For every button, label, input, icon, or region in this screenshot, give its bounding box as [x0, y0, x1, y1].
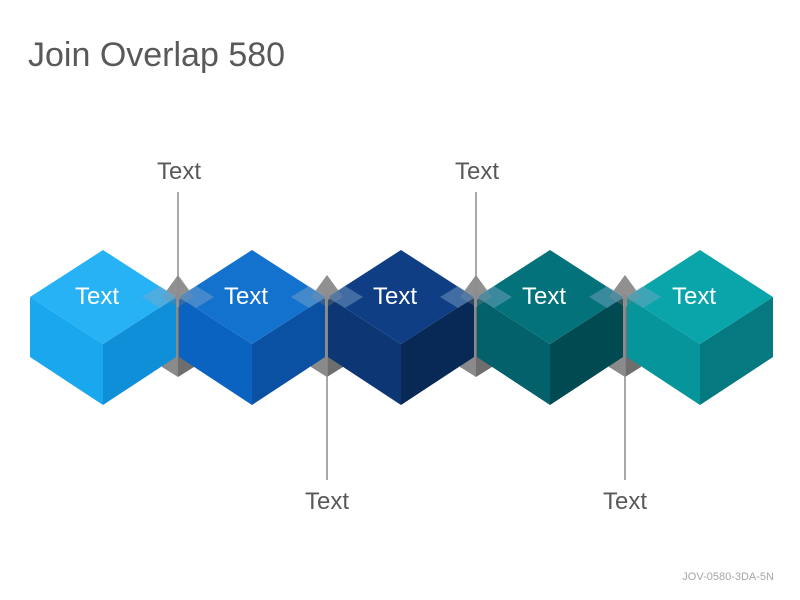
cube-right-face [401, 297, 474, 405]
overlap-diamond-right [625, 286, 661, 308]
overlap-diamond-right [327, 286, 363, 308]
callout-label: Text [603, 488, 647, 515]
page-title: Join Overlap 580 [28, 36, 286, 74]
cube-2: Text [179, 250, 325, 405]
cube-top-face [627, 250, 773, 344]
overlap-diamond-center [609, 275, 641, 307]
callout-3: Text [455, 158, 499, 300]
cube-right-face [700, 297, 773, 405]
cube-top-face [328, 250, 474, 344]
cube-left-face [477, 297, 550, 405]
overlap-diamond-right [178, 286, 214, 308]
cube-label: Text [224, 283, 268, 310]
cube-left-face [627, 297, 700, 405]
overlap-diamond-left [291, 286, 327, 308]
callout-dot [324, 294, 330, 300]
cube-label: Text [75, 283, 119, 310]
cube-left-face [179, 297, 252, 405]
cube-top-face [179, 250, 325, 344]
overlap-diamond-center [311, 275, 343, 307]
footer-code: JOV-0580-3DA-5N [682, 571, 774, 583]
cube-4: Text [477, 250, 623, 405]
overlap-diamond-right [476, 286, 512, 308]
cube-left-face [328, 297, 401, 405]
callout-label: Text [455, 158, 499, 185]
callout-label: Text [157, 158, 201, 185]
cube-right-face [550, 297, 623, 405]
callout-dot [175, 294, 181, 300]
callout-label: Text [305, 488, 349, 515]
overlap-diamond-left [589, 286, 625, 308]
cube-3: Text [328, 250, 474, 405]
callout-1: Text [157, 158, 201, 300]
callout-2: Text [305, 294, 349, 515]
callout-dot [473, 294, 479, 300]
overlap-diamond-left [142, 286, 178, 308]
cube-5: Text [627, 250, 773, 405]
cube-top-face [30, 250, 176, 344]
callout-4: Text [603, 294, 647, 515]
callout-dot [622, 294, 628, 300]
overlap-diamond-left [440, 286, 476, 308]
cube-left-face [30, 297, 103, 405]
cube-label: Text [373, 283, 417, 310]
cubes-layer: Text Text Text Text Text [30, 250, 773, 405]
cube-right-face [103, 297, 176, 405]
cube-label: Text [672, 283, 716, 310]
cube-right-face [252, 297, 325, 405]
cube-1: Text [30, 250, 176, 405]
cube-label: Text [522, 283, 566, 310]
cube-top-face [477, 250, 623, 344]
